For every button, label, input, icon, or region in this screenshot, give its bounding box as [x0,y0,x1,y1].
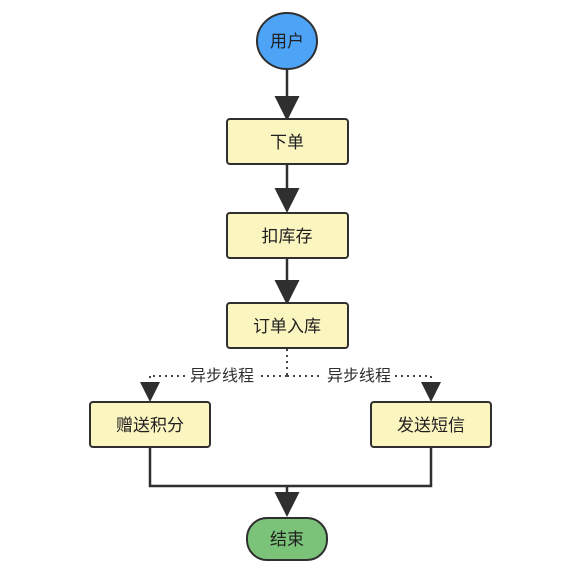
give-points-label: 赠送积分 [116,416,184,436]
give-points-node [89,401,211,448]
deduct-stock-label: 扣库存 [262,227,313,247]
async-left-label-bg [186,366,258,386]
deduct-stock-node [226,212,349,259]
start-user-node [256,12,318,70]
order-storage-node [226,302,349,349]
place-order-node [226,118,349,165]
edge-send-sms-to-merge [287,447,433,488]
order-storage-label: 订单入库 [253,317,321,337]
place-order-label: 下单 [270,133,304,153]
async-right-label: 异步线程 [327,366,391,385]
async-left-label: 异步线程 [190,366,254,385]
end-node [246,517,328,561]
start-user-label: 用户 [270,32,304,52]
async-right-label-bg [323,366,395,386]
end-label: 结束 [270,530,304,550]
send-sms-node [370,401,492,448]
edge-give-points-to-merge [148,447,287,488]
send-sms-label: 发送短信 [397,416,465,436]
